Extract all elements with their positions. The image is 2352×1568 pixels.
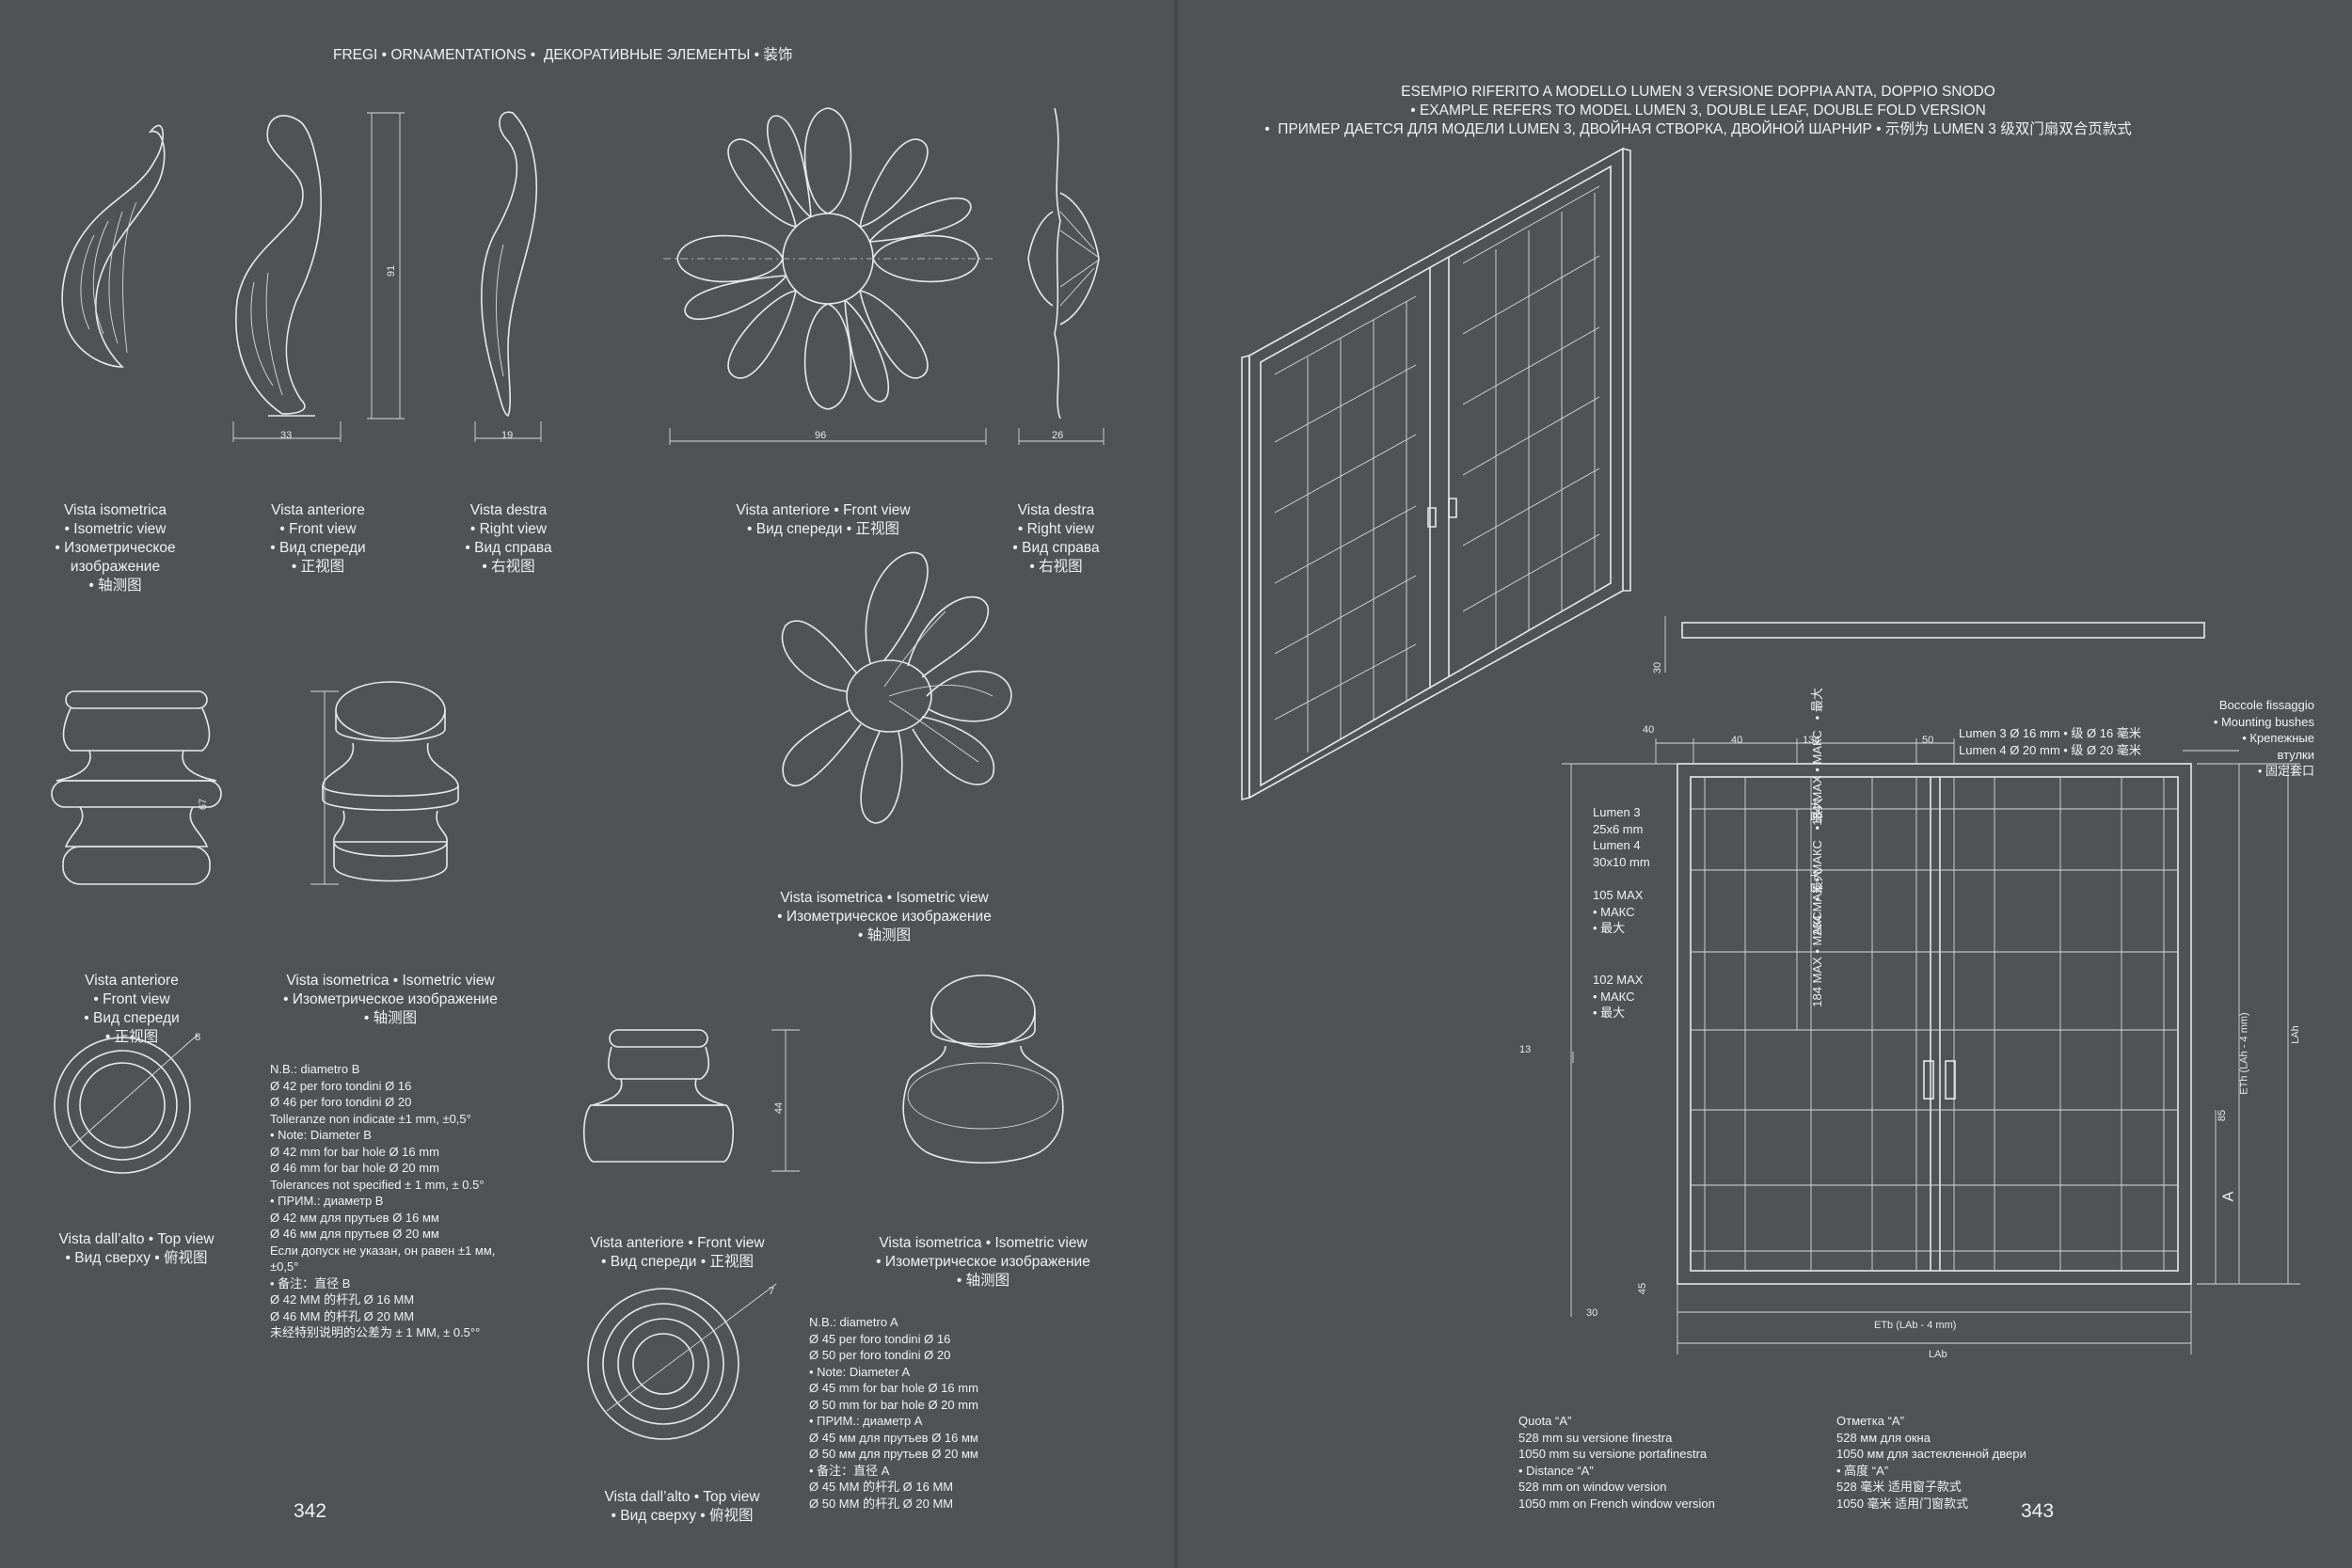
- right-page-header: ESEMPIO RIFERITO A MODELLO LUMEN 3 VERSI…: [1264, 84, 2132, 137]
- dim-67: 67: [198, 798, 210, 811]
- caption-knob-isometric: Vista isometrica • Isometric view• Изоме…: [876, 1235, 1090, 1289]
- caption-rosette-isometric: Vista isometrica • Isometric view• Изоме…: [777, 890, 992, 943]
- dim-A: A: [2220, 1191, 2237, 1202]
- right-page: [1178, 0, 2352, 1568]
- dim-91: 91: [386, 264, 398, 277]
- dim-44: 44: [773, 1101, 786, 1115]
- dim-40-inner: 40: [1731, 735, 1743, 746]
- door-top-profile: [1664, 616, 2205, 673]
- leaf-isometric-drawing: [61, 124, 166, 368]
- knob-front-drawing: [582, 1029, 800, 1172]
- dim-85: 85: [2217, 1109, 2229, 1122]
- left-page-header: FREGI • ORNAMENTATIONS • ДЕКОРАТИВНЫЕ ЭЛ…: [333, 47, 793, 63]
- leaf-front-drawing: [232, 112, 405, 442]
- dim-26: 26: [1052, 430, 1064, 441]
- bush-top-drawing: [54, 1034, 199, 1174]
- knob-top-drawing: [587, 1283, 777, 1440]
- dim-96: 96: [815, 430, 827, 441]
- left-drawings: [51, 107, 1104, 1440]
- max-105-label: 105 MAX• МАКС• 最大: [1593, 888, 1644, 935]
- rosette-right-drawing: [1018, 107, 1104, 445]
- dim-LAb: LAb: [1929, 1349, 1947, 1360]
- dim-19: 19: [501, 430, 514, 441]
- dim-ETh: ETh (LAh - 4 mm): [2238, 1012, 2250, 1095]
- caption-leaf-isometric: Vista isometrica• Isometric view• Изомет…: [55, 502, 176, 594]
- dim-7: 7: [769, 1286, 775, 1297]
- knob-isometric-drawing: [902, 974, 1064, 1164]
- dim-33: 33: [280, 430, 293, 441]
- caption-bush-isometric: Vista isometrica • Isometric view• Изоме…: [283, 973, 498, 1026]
- mounting-bushes-label: Boccole fissaggio• Mounting bushes• Креп…: [2213, 698, 2314, 778]
- rosette-front-drawing: [663, 107, 993, 445]
- caption-rosette-right: Vista destra• Right view• Вид справа• 右视…: [1012, 502, 1100, 575]
- dim-30-top: 30: [1652, 661, 1664, 674]
- dim-LAh: LAh: [2289, 1025, 2301, 1044]
- dim-13: 13: [1519, 1044, 1532, 1055]
- caption-leaf-front: Vista anteriore• Front view• Вид спереди…: [270, 502, 366, 575]
- right-page-number: 343: [2021, 1500, 2055, 1522]
- left-page-number: 342: [294, 1500, 327, 1522]
- rosette-isometric-drawing: [781, 551, 1012, 824]
- bush-front-drawing: [51, 690, 339, 885]
- door-isometric-drawing: [1241, 147, 1631, 801]
- bush-isometric-drawing: [322, 681, 459, 882]
- caption-rosette-front: Vista anteriore • Front view• Вид сперед…: [736, 502, 911, 537]
- caption-knob-top: Vista dall’alto • Top view• Вид сверху •…: [604, 1489, 760, 1524]
- dim-30-bottom: 30: [1586, 1307, 1598, 1319]
- dim-45: 45: [1637, 1282, 1649, 1295]
- dim-50: 50: [1922, 735, 1934, 746]
- caption-bush-front: Vista anteriore• Front view• Вид спереди…: [84, 973, 180, 1045]
- vertical-max-184-bottom: 184 MAX • МАКС • 最大: [1809, 869, 1824, 1007]
- dim-8: 8: [195, 1032, 201, 1043]
- page-gutter: [1174, 0, 1178, 1568]
- max-102-label: 102 MAX• МАКС• 最大: [1593, 973, 1644, 1020]
- leaf-right-drawing: [474, 111, 542, 442]
- caption-knob-front: Vista anteriore • Front view• Вид сперед…: [590, 1235, 765, 1270]
- dim-ETb: ETb (LAb - 4 mm): [1874, 1320, 1957, 1331]
- door-elevation-drawing: [1562, 738, 2300, 1354]
- caption-bush-top: Vista dall’alto • Top view• Вид сверху •…: [58, 1231, 215, 1266]
- caption-leaf-right: Vista destra• Right view• Вид справа• 右视…: [465, 502, 552, 575]
- dim-134: 134: [1803, 735, 1820, 746]
- dim-40-outer: 40: [1643, 724, 1655, 736]
